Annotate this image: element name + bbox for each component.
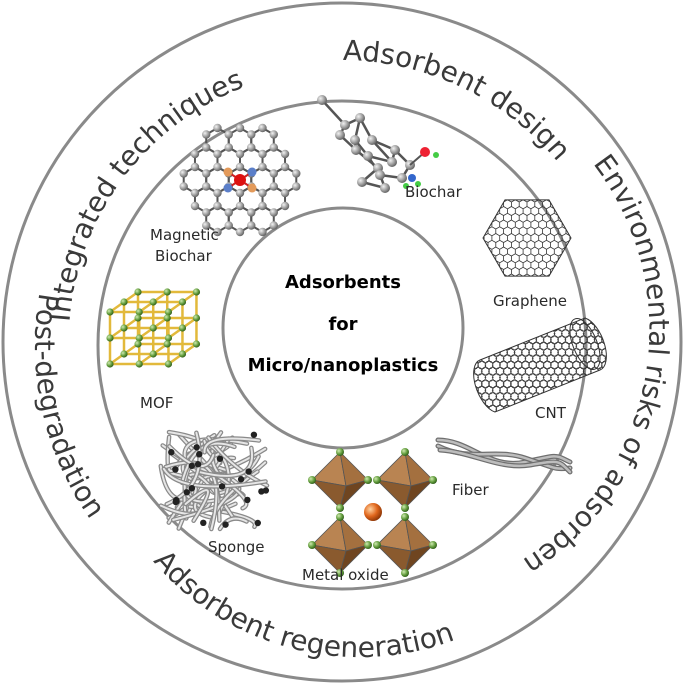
cnt-tube	[473, 317, 607, 413]
inner-ring	[221, 206, 465, 450]
biochar-molecule	[317, 95, 439, 193]
sponge-structure	[158, 429, 270, 532]
mof-lattice	[106, 288, 201, 368]
metal-oxide-structure	[308, 448, 437, 577]
magnetic-biochar-label-line1: Magnetic	[150, 226, 219, 244]
middle-ring	[96, 99, 588, 591]
fiber-strands	[435, 437, 573, 475]
magnetic-biochar-molecule	[179, 123, 301, 237]
magnetic-biochar-label-line2: Biochar	[155, 247, 213, 265]
center-title-line2: for	[328, 314, 357, 335]
center-title-line3: Micro/nanoplastics	[248, 355, 439, 376]
sponge-label: Sponge	[208, 538, 264, 556]
cnt-label: CNT	[535, 404, 567, 422]
graphene-label: Graphene	[493, 292, 567, 310]
biochar-label: Biochar	[405, 183, 463, 201]
metal-oxide-label: Metal oxide	[302, 566, 389, 584]
mof-label: MOF	[140, 394, 173, 412]
fiber-label: Fiber	[452, 481, 489, 499]
center-title-line1: Adsorbents	[285, 272, 401, 293]
